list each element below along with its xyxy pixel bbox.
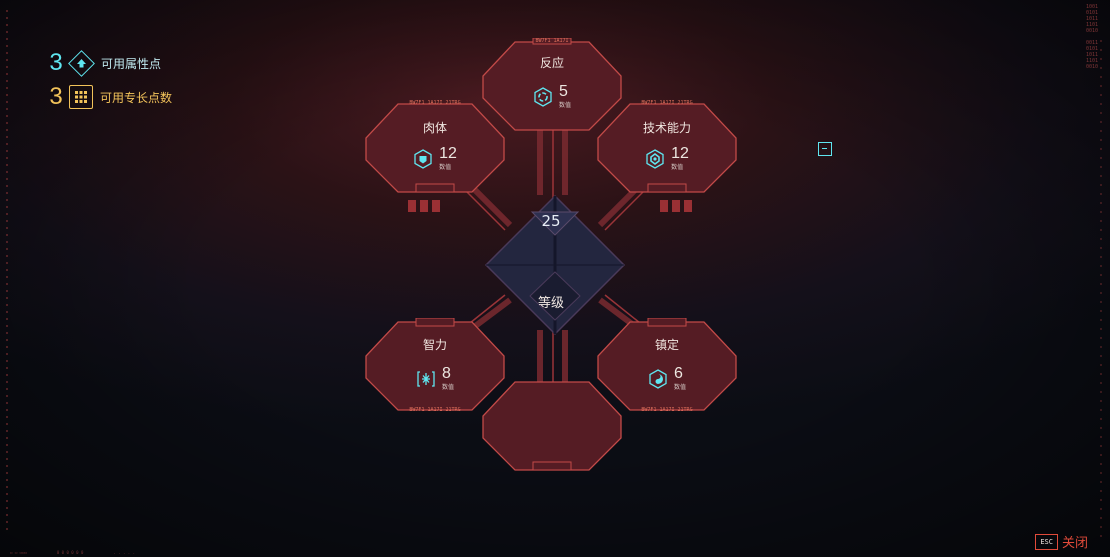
binary-deco: 1001 0101 1011 1101 0010 0011 0101 1011 … — [1085, 4, 1098, 70]
level-diamond[interactable] — [480, 190, 630, 340]
close-label: 关闭 — [1061, 536, 1088, 551]
grid-icon — [69, 85, 93, 109]
intelligence-value: 8 — [441, 365, 451, 382]
attribute-intelligence[interactable]: 智力 8 数值 BW7F1 1A17I 21TRG — [364, 318, 506, 414]
technical-value-label: 数值 — [671, 164, 684, 171]
attribute-points-label: 可用属性点 — [101, 56, 162, 71]
intelligence-tag: BW7F1 1A17I 21TRG — [409, 407, 461, 413]
available-points: 3 可用属性点 3 可用专长点数 — [46, 48, 172, 116]
reflexes-value: 5 — [558, 83, 568, 100]
body-value: 12 — [439, 145, 457, 162]
intelligence-value-label: 数值 — [441, 384, 454, 391]
reflexes-icon — [534, 86, 552, 107]
technical-icon — [646, 148, 664, 169]
technical-stat: 12 数值 — [596, 146, 738, 171]
level-label: 等级 — [537, 296, 564, 311]
collapse-icon[interactable] — [818, 142, 832, 156]
attribute-points-row: 3 可用属性点 — [46, 48, 172, 78]
right-edge-deco — [1100, 40, 1102, 540]
cool-value: 6 — [673, 365, 683, 382]
technical-name: 技术能力 — [642, 121, 691, 135]
body-tag: BW7F1 1A17I 21TRG — [409, 100, 461, 106]
level-value: 25 — [541, 212, 561, 230]
reflexes-stat: 5 数值 — [481, 84, 623, 109]
empty-node-bottom — [481, 378, 623, 474]
diamond-arrow-icon — [68, 49, 95, 77]
close-button[interactable]: ESC 关闭 — [1035, 532, 1088, 551]
reflexes-value-label: 数值 — [558, 102, 571, 109]
cool-value-label: 数值 — [673, 384, 686, 391]
perk-points-label: 可用专长点数 — [100, 90, 173, 105]
cool-stat: 6 数值 — [596, 366, 738, 391]
reflexes-name: 反应 — [539, 56, 564, 70]
intelligence-stat: 8 数值 — [364, 366, 506, 391]
technical-value: 12 — [671, 145, 689, 162]
attribute-reflexes[interactable]: BW7F1 1A17I 反应 5 数值 — [481, 38, 623, 134]
cool-icon — [649, 368, 667, 389]
reflexes-tag: BW7F1 1A17I — [535, 38, 569, 44]
body-name: 肉体 — [422, 121, 447, 135]
cool-name: 镇定 — [654, 338, 679, 352]
body-value-label: 数值 — [439, 164, 452, 171]
attribute-technical[interactable]: BW7F1 1A17I 21TRG 技术能力 12 数值 — [596, 100, 738, 196]
body-icon — [414, 148, 432, 169]
intelligence-icon — [417, 370, 435, 387]
cool-tag: BW7F1 1A17I 21TRG — [641, 407, 693, 413]
perk-points-count: 3 — [49, 83, 63, 110]
left-edge-deco — [6, 10, 8, 530]
body-stat: 12 数值 — [364, 146, 506, 171]
attribute-cool[interactable]: 镇定 6 数值 BW7F1 1A17I 21TRG — [596, 318, 738, 414]
esc-key-icon: ESC — [1035, 533, 1058, 550]
intelligence-name: 智力 — [422, 338, 447, 352]
technical-tag: BW7F1 1A17I 21TRG — [641, 100, 693, 106]
attribute-points-count: 3 — [49, 49, 63, 76]
footer-deco: ▭ ▭ ▭▭▭0 0 0 0 0 0. . . . . — [10, 550, 136, 555]
perk-points-row: 3 可用专长点数 — [46, 82, 172, 112]
attribute-body[interactable]: BW7F1 1A17I 21TRG 肉体 12 数值 — [364, 100, 506, 196]
